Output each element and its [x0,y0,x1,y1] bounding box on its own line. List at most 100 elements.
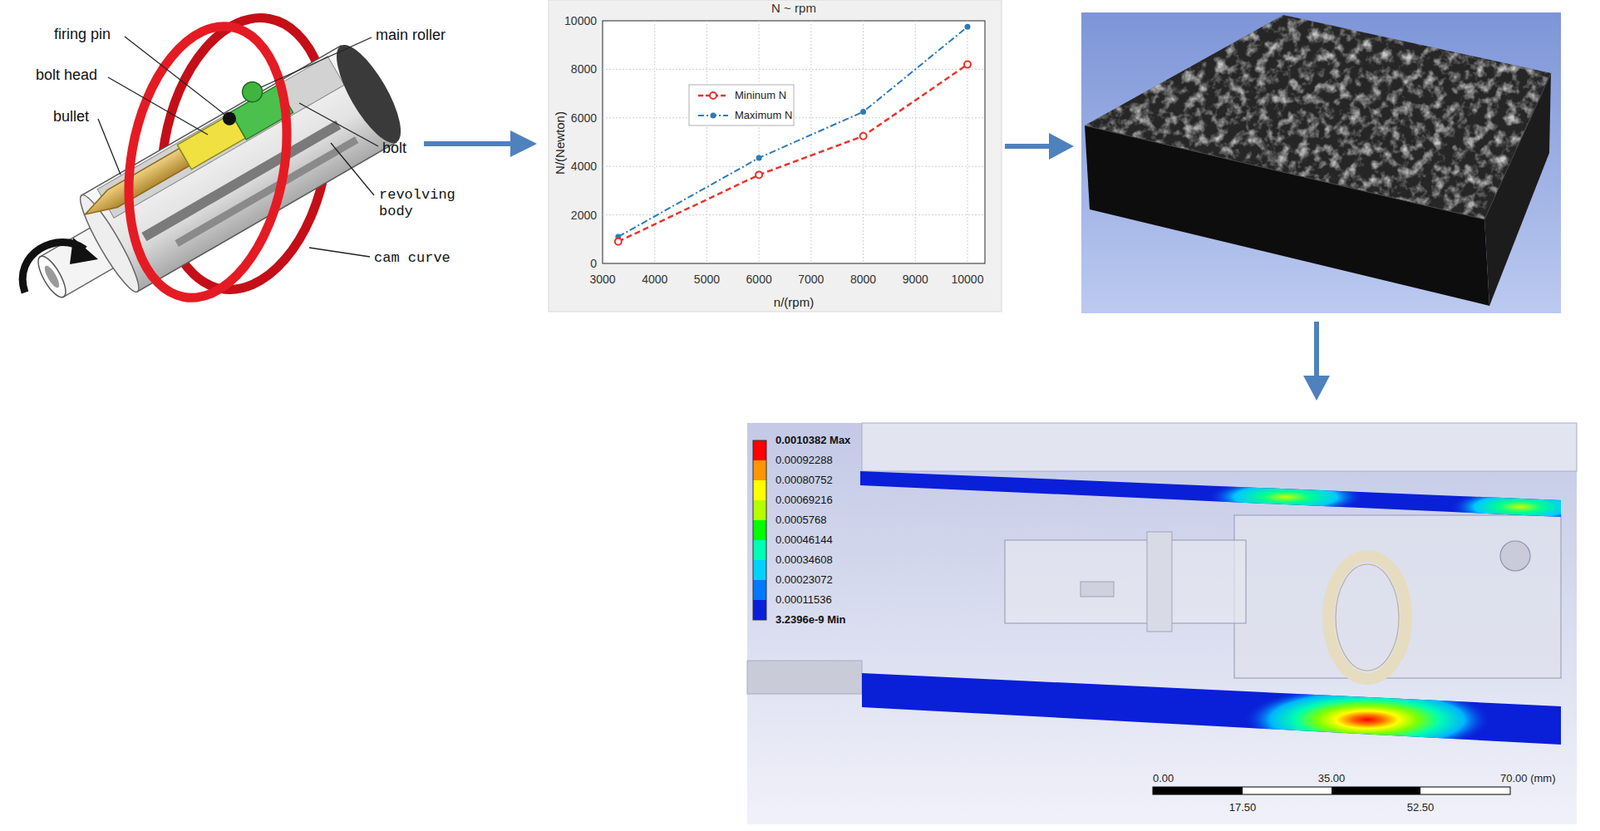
line-chart [860,108,867,115]
mesh-block [1084,73,1551,220]
mesh-block [1084,14,1551,220]
fea-result [747,660,862,695]
fea-result [753,500,767,521]
fea-result [1449,488,1591,526]
mechanism-illustration [108,14,308,311]
fea-result [1234,515,1561,679]
fea-result [753,540,767,561]
fea-result [753,560,767,581]
scale-value: 52.50 [1407,802,1435,815]
line-chart [706,20,708,264]
line-chart [548,0,1002,312]
part-label: main roller [375,26,446,45]
mechanism-illustration [33,252,71,301]
fea-result [1242,684,1492,755]
line-chart [548,0,1002,312]
tick-label: 9000 [902,272,929,286]
tick-label: 5000 [694,272,720,286]
fea-result [1147,531,1172,632]
line-chart [615,61,971,246]
tick-label: 8000 [850,272,877,286]
leader-line [309,247,370,257]
tick-label: 3000 [589,272,616,286]
mechanism-illustration [238,78,266,106]
fea-result [1420,787,1511,795]
mechanism-illustration [9,4,413,330]
tick-label: 4000 [571,159,597,173]
tick-label: 0 [590,256,597,271]
tick-label: 6000 [746,272,773,286]
mesh-block [1081,12,1561,314]
contour-value: 0.0010382 Max [775,434,851,448]
legend-text: Maximum N [734,109,793,123]
flow-arrow [1303,375,1330,401]
contour-value: 0.00034608 [775,554,833,567]
line-chart [602,68,985,70]
leader-line [108,77,208,135]
line-chart [615,24,970,241]
mechanism-illustration [177,113,246,170]
contour-value: 0.00092288 [775,454,833,468]
leader-line [330,142,375,196]
part-label: revolving body [379,187,463,220]
fea-result [1242,787,1332,795]
contour-value: 0.00023072 [775,574,833,587]
fea-result [1080,581,1114,597]
leader-line [98,36,379,257]
fea-result [1152,787,1511,795]
flow-arrow [423,141,516,147]
mesh-block [1084,14,1551,220]
fea-result [1152,787,1243,795]
leader-line [98,118,121,175]
tick-label: 10000 [564,14,597,28]
fea-result [1004,540,1246,624]
line-chart [756,155,763,162]
tick-label: 10000 [951,272,985,286]
contour-value: 0.00011536 [775,594,832,607]
fea-result [1331,787,1421,795]
line-chart [758,20,760,264]
line-chart [755,171,763,178]
contour-value: 0.00080752 [775,474,833,488]
line-chart [618,64,968,242]
line-chart [915,20,916,264]
fea-result [753,440,767,621]
part-label: bolt [382,139,407,158]
fea-result [753,580,767,601]
mechanism-illustration [9,24,413,330]
line-chart [602,20,985,264]
line-chart [709,92,717,99]
scale-value: 35.00 [1318,772,1346,786]
tick-label: 2000 [571,208,597,222]
line-chart [602,20,985,264]
tick-label: 7000 [797,272,824,286]
part-label: firing pin [54,25,111,44]
line-chart [602,166,985,168]
tick-label: 4000 [641,272,668,286]
flow-arrow [510,130,537,158]
fea-result [1328,556,1407,680]
line-chart [615,238,622,246]
line-chart [967,20,969,264]
line-chart [602,214,985,216]
flow-arrow [1314,321,1320,380]
fea-result [861,423,1577,472]
line-chart [964,61,971,69]
part-label: bullet [53,108,89,126]
leader-line [124,36,227,116]
line-chart [862,20,864,264]
fea-result [1152,787,1511,795]
fea-result [753,460,767,481]
line-chart [618,26,968,237]
line-chart [810,20,812,264]
mechanism-illustration [42,264,63,291]
flow-arrow [1048,132,1074,160]
scale-value: 0.00 [1152,772,1174,786]
contour-value: 3.2396e-9 Min [775,614,847,627]
tick-label: 6000 [571,111,597,125]
part-label: bolt head [35,66,98,84]
fea-result [747,423,1577,825]
fea-result [753,520,767,541]
part-label: cam curve [374,250,451,267]
fea-result [1500,541,1531,572]
